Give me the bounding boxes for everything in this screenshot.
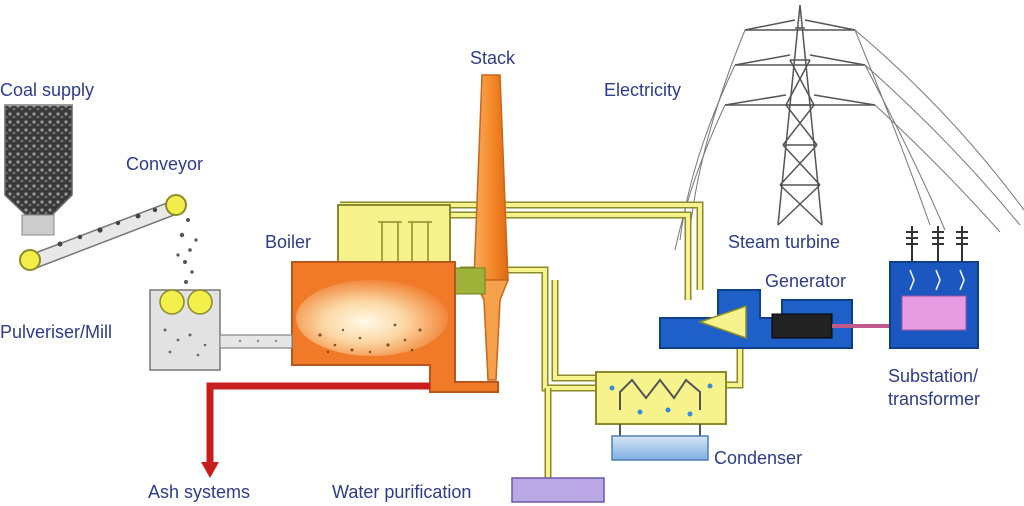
- label-water-purification: Water purification: [332, 482, 471, 502]
- ash-pipe: [201, 382, 430, 478]
- label-coal-supply: Coal supply: [0, 80, 94, 100]
- label-steam-turbine: Steam turbine: [728, 232, 840, 252]
- coal-hopper-icon: [4, 104, 73, 236]
- pulveriser-mill: [149, 289, 293, 371]
- insulator-icon: [906, 226, 968, 291]
- label-conveyor: Conveyor: [126, 154, 203, 174]
- label-boiler: Boiler: [265, 232, 311, 252]
- label-substation-line2: transformer: [888, 389, 980, 409]
- water-purification-tank: [511, 477, 605, 503]
- conveyor-belt-icon: [19, 194, 198, 284]
- stack: [454, 74, 510, 381]
- label-ash-systems: Ash systems: [148, 482, 250, 502]
- condenser: [595, 371, 727, 461]
- label-pulveriser-mill: Pulveriser/Mill: [0, 322, 112, 342]
- steam-turbine: [659, 289, 890, 349]
- label-substation-line1: Substation/: [888, 366, 978, 386]
- boiler: [291, 204, 499, 393]
- label-stack: Stack: [470, 48, 516, 68]
- substation-transformer: [889, 226, 979, 349]
- label-generator: Generator: [765, 271, 846, 291]
- label-electricity: Electricity: [604, 80, 681, 100]
- label-condenser: Condenser: [714, 448, 802, 468]
- pylon-icon: [674, 4, 1024, 251]
